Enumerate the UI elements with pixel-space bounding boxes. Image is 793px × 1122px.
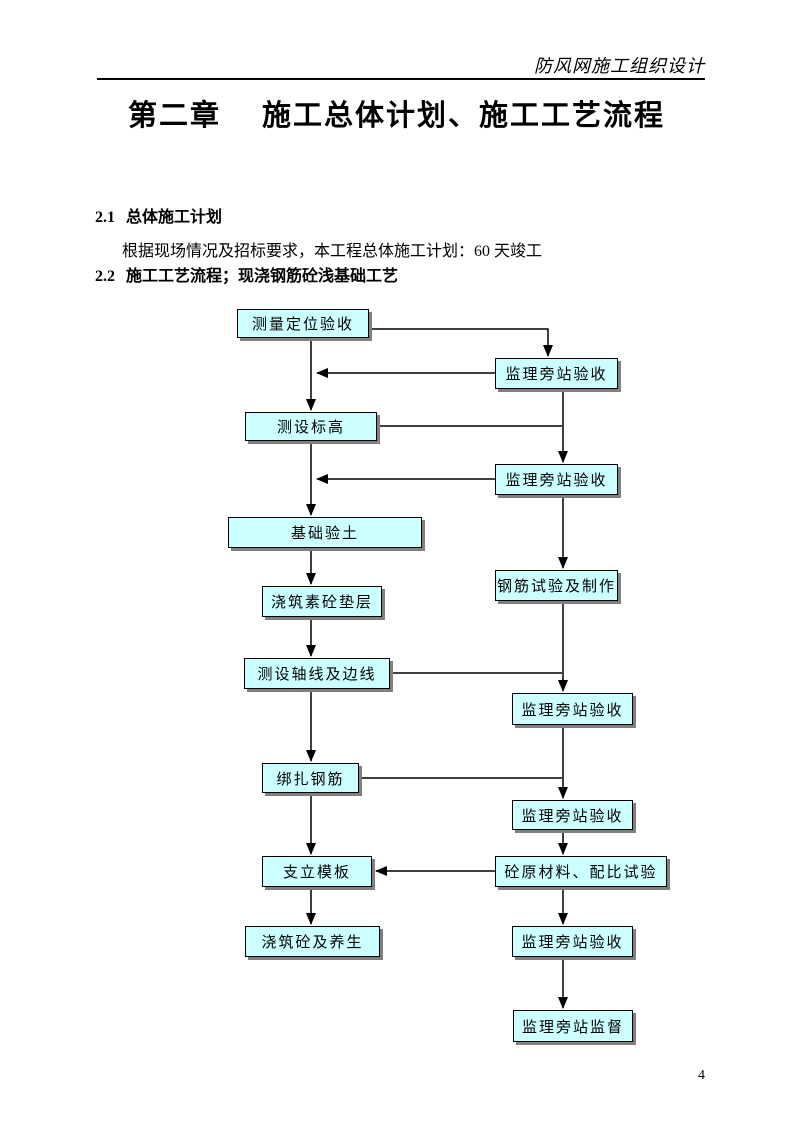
flow-node: 监理旁站监督 [513,1010,633,1042]
section-heading-2-1: 2.1 总体施工计划 [95,203,222,227]
flow-node: 基础验土 [228,517,422,548]
page-header-text: 防风网施工组织设计 [534,56,705,76]
section-number: 2.1 [95,209,115,226]
flow-node: 测量定位验收 [237,309,369,338]
flow-node: 支立模板 [262,856,372,887]
header-rule [97,78,705,80]
flow-node: 监理旁站验收 [495,464,618,495]
flow-node: 钢筋试验及制作 [495,570,618,601]
flow-node: 测设轴线及边线 [244,658,390,689]
page-title: 第二章 施工总体计划、施工工艺流程 [127,100,666,132]
section-number: 2.2 [95,268,115,285]
flow-node: 浇筑素砼垫层 [262,586,382,617]
page-number: 4 [698,1068,705,1083]
flow-node: 监理旁站验收 [495,358,618,389]
flow-node: 砼原材料、配比试验 [495,856,667,887]
flow-node: 测设标高 [245,412,377,441]
flow-node: 监理旁站验收 [512,693,633,725]
flow-node: 监理旁站验收 [512,800,633,830]
paragraph-overall-plan: 根据现场情况及招标要求，本工程总体施工计划：60 天竣工 [122,243,543,260]
section-heading-2-2: 2.2 施工工艺流程；现浇钢筋砼浅基础工艺 [95,262,398,286]
section-heading-text: 总体施工计划 [126,209,223,226]
flow-node: 绑扎钢筋 [262,763,359,793]
flow-node: 浇筑砼及养生 [245,926,380,957]
flow-node: 监理旁站验收 [512,926,633,957]
section-heading-text: 施工工艺流程；现浇钢筋砼浅基础工艺 [126,268,399,285]
